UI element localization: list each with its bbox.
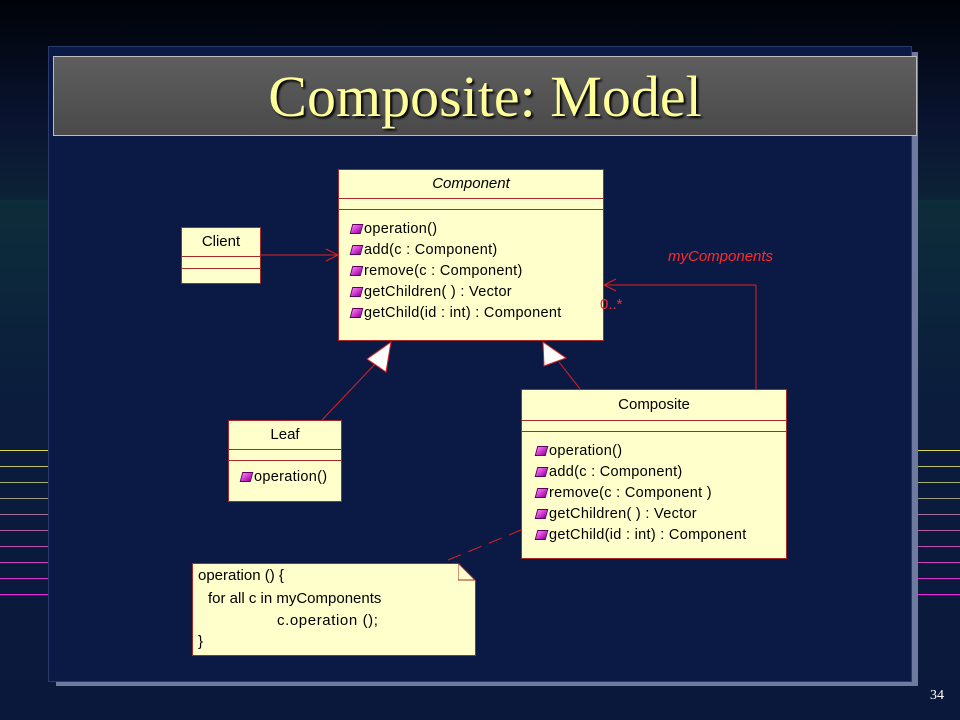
note-anchor-line [447,529,522,561]
slide-title: Composite: Model [268,64,702,129]
leaf-class[interactable]: Leaf operation() [228,420,342,502]
component-op: remove(c : Component) [349,260,603,281]
method-icon [349,307,364,318]
client-class[interactable]: Client [181,227,261,284]
title-bar: Composite: Model [53,56,917,136]
method-icon [239,471,254,482]
decorative-stripes-right [900,450,960,615]
aggregation-line [604,284,757,389]
note-line: c.operation (); [277,612,379,629]
decorative-stripes-left [0,450,60,615]
composite-op: getChild(id : int) : Component [534,524,786,545]
component-operations: operation() add(c : Component) remove(c … [339,210,603,323]
method-icon [349,244,364,255]
composite-op: getChildren( ) : Vector [534,503,786,524]
client-class-name: Client [182,228,260,257]
component-attributes [339,199,603,210]
note-line: } [198,633,204,650]
method-icon [534,466,549,477]
component-class[interactable]: Component operation() add(c : Component)… [338,169,604,341]
composite-generalization-line [558,361,581,390]
composite-attributes [522,421,786,432]
page-number: 34 [930,688,944,703]
leaf-generalization-triangle [366,340,392,373]
method-icon [349,286,364,297]
note-fold-icon [458,563,476,581]
component-op: getChildren( ) : Vector [349,281,603,302]
client-attributes [182,257,260,269]
method-icon [534,445,549,456]
composite-class-name: Composite [522,390,786,421]
composite-op: remove(c : Component ) [534,482,786,503]
leaf-class-name: Leaf [229,421,341,450]
leaf-operations: operation() [229,461,341,487]
method-icon [534,508,549,519]
composite-class[interactable]: Composite operation() add(c : Component)… [521,389,787,559]
note-line: operation () { [198,567,284,584]
method-icon [534,529,549,540]
aggregation-arrowhead [602,278,617,292]
composite-operations: operation() add(c : Component) remove(c … [522,432,786,545]
component-op: operation() [349,218,603,239]
method-icon [349,223,364,234]
method-icon [349,265,364,276]
leaf-attributes [229,450,341,461]
component-op: add(c : Component) [349,239,603,260]
association-multiplicity-label: 0..* [600,296,623,313]
method-icon [534,487,549,498]
note-line: for all c in myComponents [208,590,382,607]
composite-op: add(c : Component) [534,461,786,482]
note-box[interactable] [192,563,476,656]
leaf-op: operation() [239,466,341,487]
component-class-name: Component [339,170,603,199]
composite-generalization-triangle [542,341,568,367]
leaf-generalization-line [321,362,377,421]
component-op: getChild(id : int) : Component [349,302,603,323]
composite-op: operation() [534,440,786,461]
association-role-label: myComponents [668,248,774,265]
